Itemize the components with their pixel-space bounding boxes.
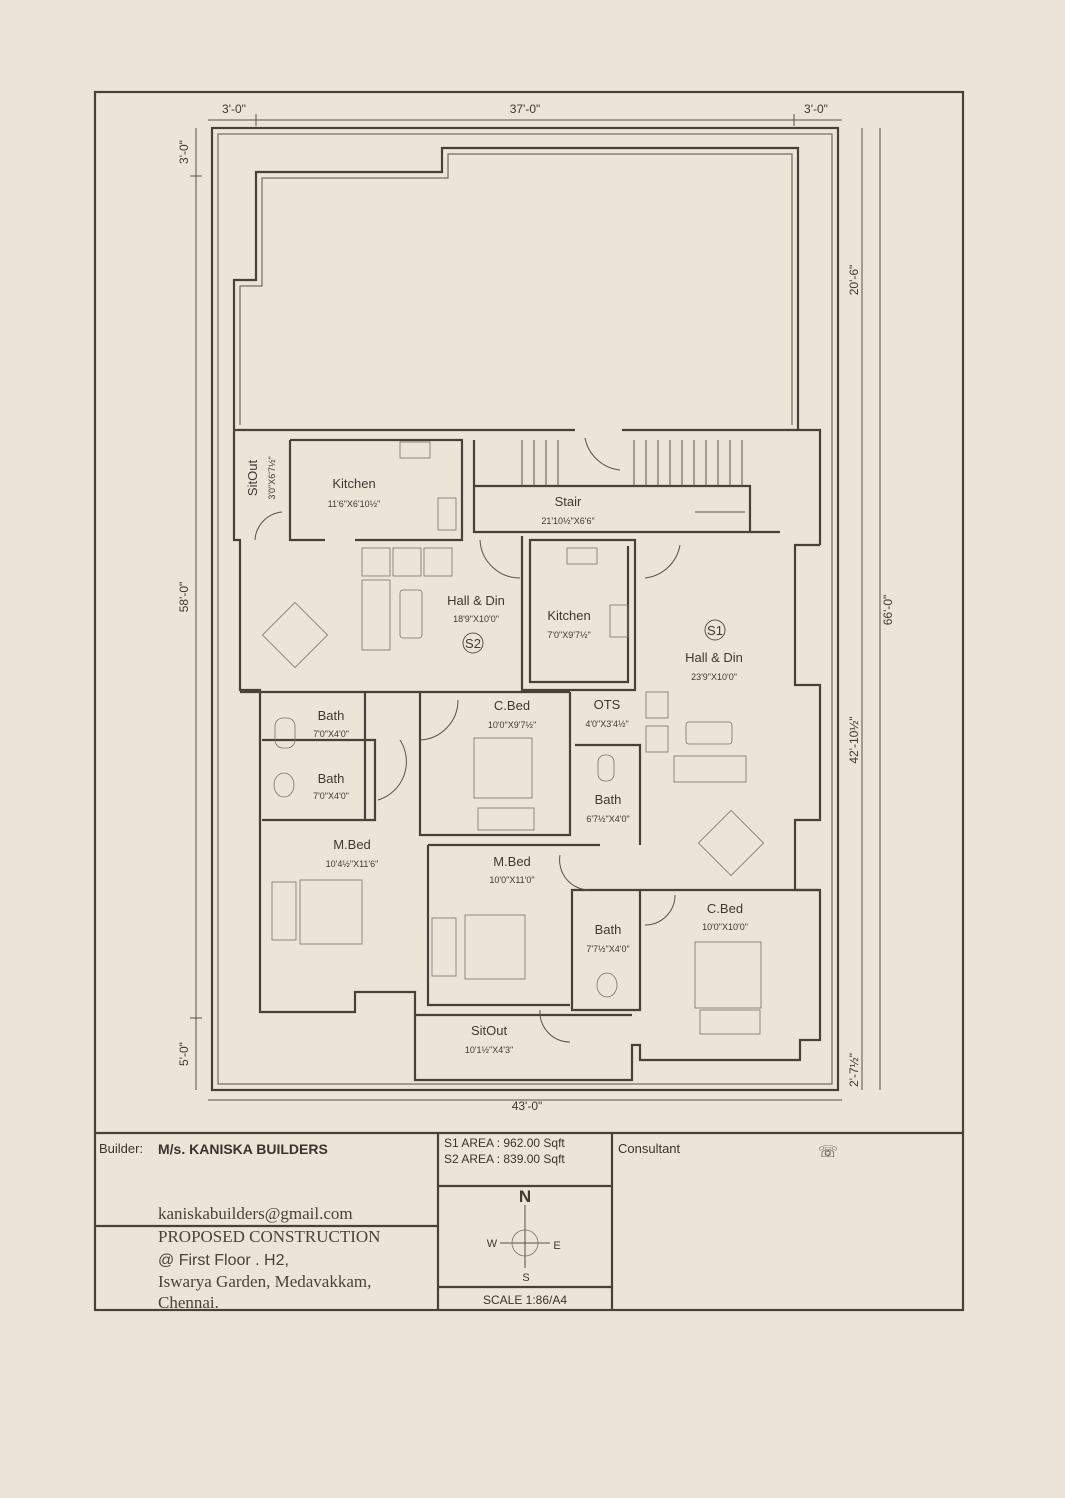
dim-top-left: 3'-0" — [222, 102, 246, 116]
room-size: 21'10½"X6'6" — [541, 516, 594, 526]
room-size: 10'0"X10'0" — [702, 922, 748, 932]
room-name: Bath — [318, 708, 345, 723]
consultant-label: Consultant — [618, 1141, 681, 1156]
compass-e: E — [553, 1240, 560, 1252]
title-block-lines — [95, 1133, 614, 1310]
room-size: 7'0"X9'7½" — [547, 630, 590, 640]
dim-right-bottom: 2'-7½" — [847, 1053, 861, 1087]
phone-icon: ☏ — [818, 1144, 838, 1161]
room-size: 3'0"X6'7½" — [267, 456, 277, 499]
dim-left-top: 3'-0" — [177, 140, 191, 164]
room-size: 10'4½"X11'6" — [326, 859, 379, 869]
dim-right-overall: 66'-0" — [881, 595, 895, 626]
room-name: Hall & Din — [685, 650, 743, 665]
room-size: 4'0"X3'4½" — [585, 719, 628, 729]
plot-boundary-inner — [217, 133, 833, 1085]
unit-tag-s1-circle — [704, 619, 726, 641]
compass-s: S — [522, 1272, 529, 1284]
dim-top-mid: 37'-0" — [510, 102, 541, 116]
dim-bottom: 43'-0" — [512, 1099, 543, 1113]
room-name: M.Bed — [493, 854, 531, 869]
building-walls — [232, 428, 822, 1082]
room-size: 7'0"X4'0" — [313, 729, 349, 739]
project-line-2: @ First Floor . H2, — [158, 1252, 289, 1269]
builder-name: M/s. KANISKA BUILDERS — [158, 1141, 328, 1157]
room-name: C.Bed — [707, 901, 743, 916]
room-name: Bath — [318, 771, 345, 786]
door-swings — [254, 437, 681, 1043]
unit-tag-s2: S2 — [465, 636, 481, 651]
room-size: 18'9"X10'0" — [453, 614, 499, 624]
room-name: Kitchen — [547, 608, 590, 623]
dimension-lines — [190, 114, 881, 1101]
room-name: SitOut — [245, 460, 260, 497]
room-size: 10'0"X11'0" — [489, 875, 534, 885]
builder-label: Builder: — [99, 1141, 143, 1156]
room-size: 10'0"X9'7½" — [488, 720, 536, 730]
room-name: M.Bed — [333, 837, 371, 852]
s1-area: S1 AREA : 962.00 Sqft — [444, 1136, 565, 1150]
room-size: 10'1½"X4'3" — [465, 1045, 513, 1055]
terrace-outline — [232, 146, 800, 430]
compass-n: N — [519, 1187, 531, 1206]
unit-tag-s1: S1 — [707, 623, 723, 638]
dim-right-mid: 42'-10½" — [847, 716, 861, 763]
room-size: 6'7½"X4'0" — [586, 814, 629, 824]
room-name: Bath — [595, 792, 622, 807]
compass-rose-icon — [500, 1205, 550, 1268]
unit-tag-s2-circle — [462, 632, 484, 654]
scale-label: SCALE 1:86/A4 — [483, 1293, 567, 1307]
dim-left-mid: 58'-0" — [177, 582, 191, 613]
stair-treads — [521, 440, 745, 513]
room-name: Bath — [595, 922, 622, 937]
room-size: 23'9"X10'0" — [691, 672, 737, 682]
project-line-3: Iswarya Garden, Medavakkam, — [158, 1272, 371, 1291]
room-name: Stair — [555, 494, 582, 509]
project-line-1: PROPOSED CONSTRUCTION — [158, 1227, 380, 1246]
plot-boundary — [210, 126, 840, 1092]
furniture — [261, 441, 765, 1035]
room-name: OTS — [594, 697, 621, 712]
sheet-border — [93, 90, 965, 1312]
project-line-4: Chennai. — [158, 1293, 219, 1312]
dim-left-bottom: 5'-0" — [177, 1042, 191, 1066]
room-size: 7'0"X4'0" — [313, 791, 349, 801]
room-size: 11'6"X6'10½" — [328, 499, 381, 509]
room-name: Hall & Din — [447, 593, 505, 608]
dim-right-top: 20'-6" — [847, 265, 861, 296]
dim-top-right: 3'-0" — [804, 102, 828, 116]
compass-w: W — [487, 1238, 498, 1250]
room-name: Kitchen — [332, 476, 375, 491]
room-size: 7'7½"X4'0" — [586, 944, 629, 954]
room-labels: SitOut 3'0"X6'7½" Kitchen 11'6"X6'10½" S… — [245, 456, 748, 1055]
builder-email[interactable]: kaniskabuilders@gmail.com — [158, 1204, 353, 1223]
s2-area: S2 AREA : 839.00 Sqft — [444, 1152, 565, 1166]
room-name: C.Bed — [494, 698, 530, 713]
room-name: SitOut — [471, 1023, 508, 1038]
